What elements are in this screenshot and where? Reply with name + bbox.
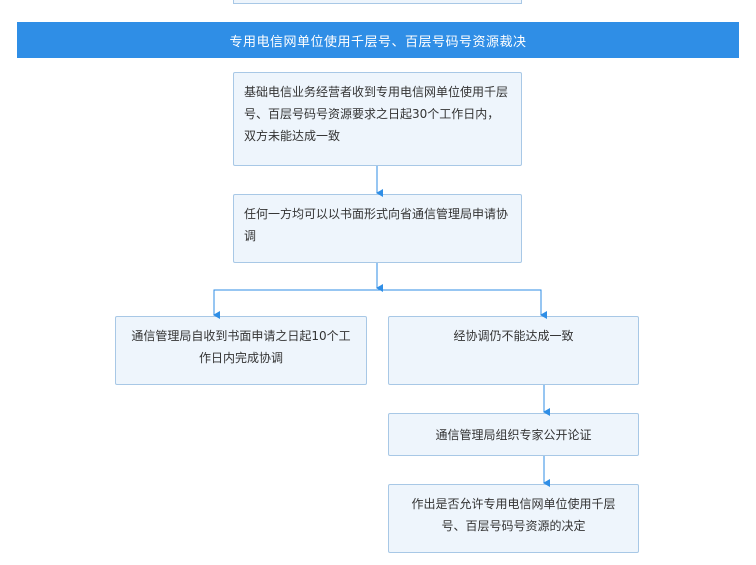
- step-expert-review: 通信管理局组织专家公开论证: [388, 413, 639, 456]
- step-apply-coordination: 任何一方均可以以书面形式向省通信管理局申请协调: [233, 194, 522, 263]
- step-decision-text: 作出是否允许专用电信网单位使用千层号、百层号码号资源的决定: [411, 497, 616, 533]
- step-coordination-period: 通信管理局自收到书面申请之日起10个工作日内完成协调: [115, 316, 367, 385]
- previous-step-stub: [233, 0, 522, 4]
- step-receive-request: 基础电信业务经营者收到专用电信网单位使用千层号、百层号码号资源要求之日起30个工…: [233, 72, 522, 166]
- section-header: 专用电信网单位使用千层号、百层号码号资源裁决: [17, 22, 739, 58]
- step-no-agreement-text: 经协调仍不能达成一致: [453, 329, 574, 343]
- step-decision: 作出是否允许专用电信网单位使用千层号、百层号码号资源的决定: [388, 484, 639, 553]
- step-receive-request-text: 基础电信业务经营者收到专用电信网单位使用千层号、百层号码号资源要求之日起30个工…: [244, 85, 509, 143]
- step-coordination-period-text: 通信管理局自收到书面申请之日起10个工作日内完成协调: [131, 329, 351, 365]
- step-expert-review-text: 通信管理局组织专家公开论证: [435, 428, 592, 442]
- section-title: 专用电信网单位使用千层号、百层号码号资源裁决: [229, 34, 527, 50]
- step-no-agreement: 经协调仍不能达成一致: [388, 316, 639, 385]
- step-apply-coordination-text: 任何一方均可以以书面形式向省通信管理局申请协调: [244, 207, 509, 243]
- branch-horizontal-line: [213, 289, 542, 315]
